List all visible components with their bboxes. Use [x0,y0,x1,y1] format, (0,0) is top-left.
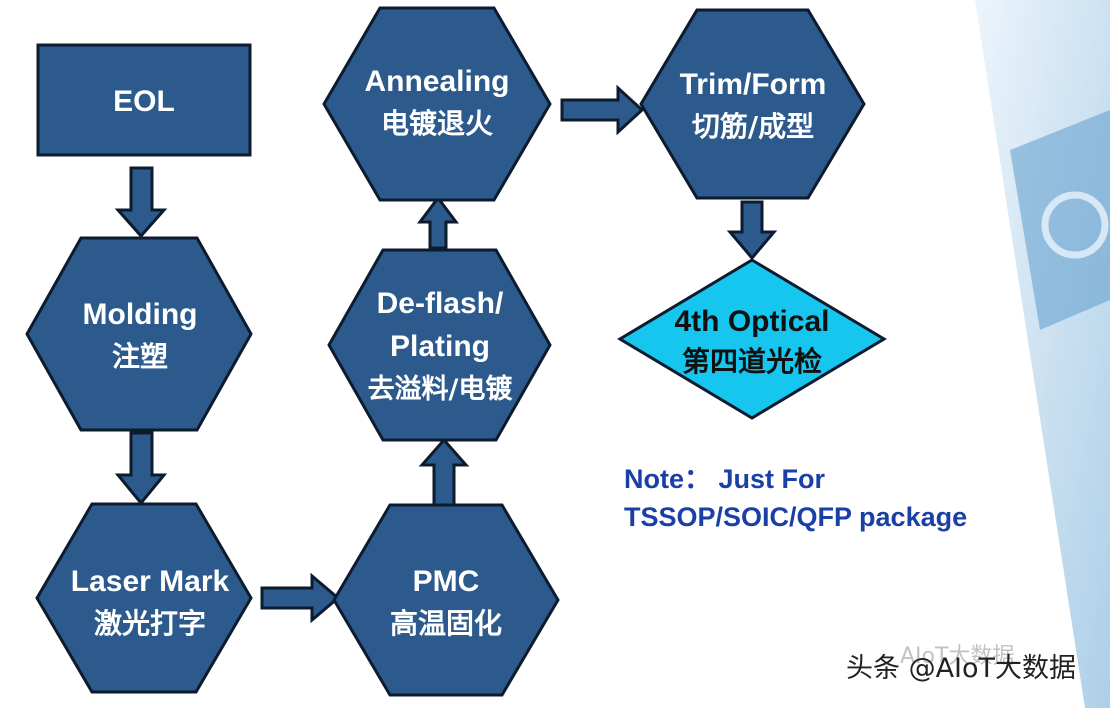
arrow-trim-form-to-optical [726,200,778,261]
node-eol-label: EOL [113,85,175,118]
node-deflash-label-line1: De-flash/ [377,287,504,320]
note-line-1: Note： Just For [624,464,826,494]
node-deflash-plating: De-flash/ Plating 去溢料/电镀 [327,248,552,442]
arrow-pmc-to-deflash [418,437,470,507]
node-laser-mark-label-cn: 激光打字 [94,607,206,640]
background-decoration [975,0,1110,708]
note-line-2: TSSOP/SOIC/QFP package [624,502,968,532]
watermark: 头条 @AIoT大数据 [846,653,1077,684]
node-pmc-label-cn: 高温固化 [390,607,502,640]
note-text: Note： Just For TSSOP/SOIC/QFP package [624,460,967,536]
watermark-faint: AIoT大数据 [900,644,1015,669]
arrow-deflash-to-annealing [417,195,459,250]
node-trim-form-label-en: Trim/Form [680,68,827,101]
node-laser-mark-label-en: Laser Mark [71,565,230,598]
node-laser-mark: Laser Mark 激光打字 [35,502,253,694]
node-annealing-label-en: Annealing [364,65,509,98]
node-trim-form-label-cn: 切筋/成型 [692,110,814,143]
arrow-annealing-to-trim-form [560,84,645,136]
node-annealing-label-cn: 电镀退火 [381,107,493,140]
node-annealing: Annealing 电镀退火 [322,6,552,202]
arrow-molding-to-laser-mark [114,431,168,506]
node-optical-label-cn: 第四道光检 [682,345,822,378]
node-optical-label-en: 4th Optical [674,305,829,338]
node-molding-label-en: Molding [83,298,198,331]
arrow-eol-to-molding [114,166,168,239]
node-deflash-label-line2: Plating [390,330,490,363]
node-trim-form: Trim/Form 切筋/成型 [639,8,866,200]
node-pmc-label-en: PMC [413,565,480,598]
arrow-laser-mark-to-pmc [260,572,341,624]
node-optical: 4th Optical 第四道光检 [617,258,887,420]
node-molding-label-cn: 注塑 [112,340,168,373]
node-deflash-label-cn: 去溢料/电镀 [368,374,514,405]
node-pmc: PMC 高温固化 [332,503,560,697]
node-eol: EOL [36,43,252,157]
node-molding: Molding 注塑 [25,236,253,432]
